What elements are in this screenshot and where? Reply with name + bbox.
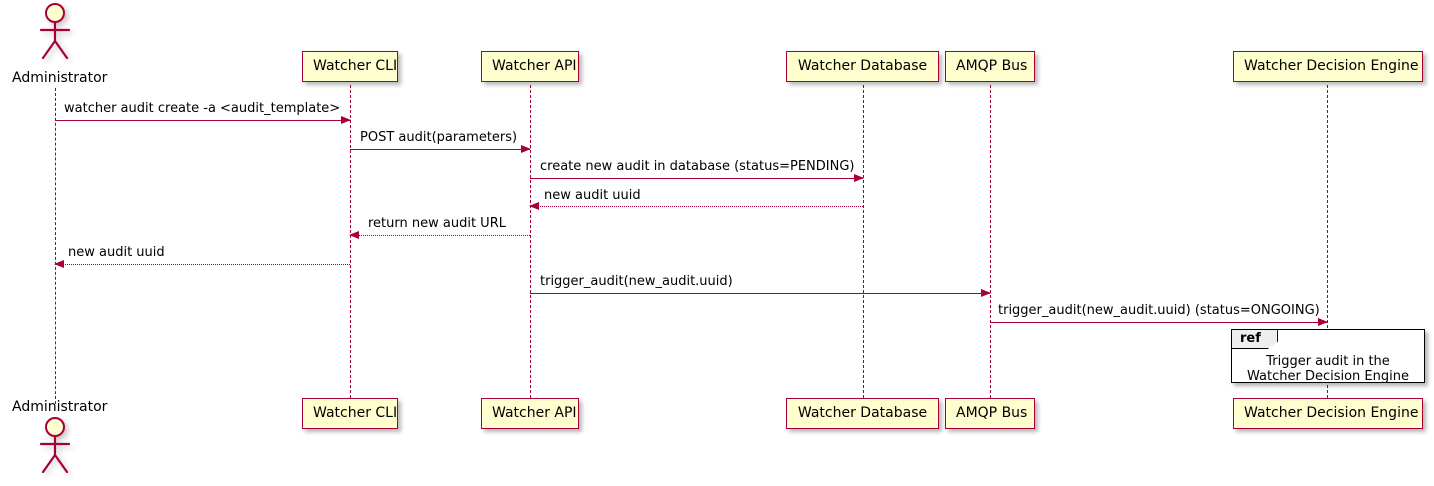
message-label-m1: watcher audit create -a <audit_template>: [64, 101, 341, 116]
message-line-m8: [990, 322, 1327, 323]
arrowhead-icon-m6: [54, 259, 64, 268]
arrowhead-icon-m2: [521, 144, 531, 153]
message-line-m7: [530, 293, 990, 294]
participant-watcher-database-top[interactable]: Watcher Database: [786, 51, 939, 82]
message-label-m2: POST audit(parameters): [360, 130, 518, 145]
fragment-tab-label: ref: [1232, 330, 1278, 349]
lifeline-watcher-decision-engine: [1327, 85, 1328, 398]
participant-watcher-database-bottom[interactable]: Watcher Database: [786, 398, 939, 429]
lifeline-amqp-bus: [990, 85, 991, 398]
participant-watcher-cli-top[interactable]: Watcher CLI: [302, 51, 398, 82]
message-label-m8: trigger_audit(new_audit.uuid) (status=ON…: [998, 303, 1320, 318]
participant-watcher-api-top[interactable]: Watcher API: [481, 51, 579, 82]
participant-watcher-decision-engine-top[interactable]: Watcher Decision Engine: [1233, 51, 1423, 82]
lifeline-watcher-api: [530, 85, 531, 398]
message-label-m5: return new audit URL: [368, 216, 506, 231]
message-label-m4: new audit uuid: [544, 188, 641, 203]
lifeline-watcher-database: [863, 85, 864, 398]
message-label-m6: new audit uuid: [68, 245, 165, 260]
participant-watcher-cli-bottom[interactable]: Watcher CLI: [302, 398, 398, 429]
actor-administrator-top: [35, 3, 75, 63]
arrowhead-icon-m8: [1318, 317, 1328, 326]
participant-watcher-decision-engine-bottom[interactable]: Watcher Decision Engine: [1233, 398, 1423, 429]
participant-amqp-bus-bottom[interactable]: AMQP Bus: [945, 398, 1035, 429]
participant-watcher-api-bottom[interactable]: Watcher API: [481, 398, 579, 429]
actor-label-administrator-top: Administrator: [12, 70, 108, 86]
arrowhead-icon-m1: [341, 115, 351, 124]
participant-amqp-bus-top[interactable]: AMQP Bus: [945, 51, 1035, 82]
actor-administrator-bottom: [35, 417, 75, 477]
arrowhead-icon-m7: [981, 288, 991, 297]
lifeline-watcher-cli: [350, 85, 351, 398]
message-line-m5: [350, 235, 530, 236]
fragment-body-line-1: Watcher Decision Engine: [1247, 369, 1409, 384]
arrowhead-icon-m5: [349, 230, 359, 239]
message-line-m3: [530, 178, 863, 179]
arrowhead-icon-m4: [529, 201, 539, 210]
message-label-m3: create new audit in database (status=PEN…: [540, 159, 855, 174]
message-label-m7: trigger_audit(new_audit.uuid): [540, 274, 733, 289]
fragment-body-line-0: Trigger audit in the: [1266, 354, 1390, 369]
message-line-m4: [530, 206, 863, 207]
message-line-m1: [55, 120, 350, 121]
lifeline-administrator: [55, 88, 56, 404]
message-line-m2: [350, 149, 530, 150]
arrowhead-icon-m3: [854, 173, 864, 182]
actor-label-administrator-bottom: Administrator: [12, 399, 108, 415]
message-line-m6: [55, 264, 350, 265]
